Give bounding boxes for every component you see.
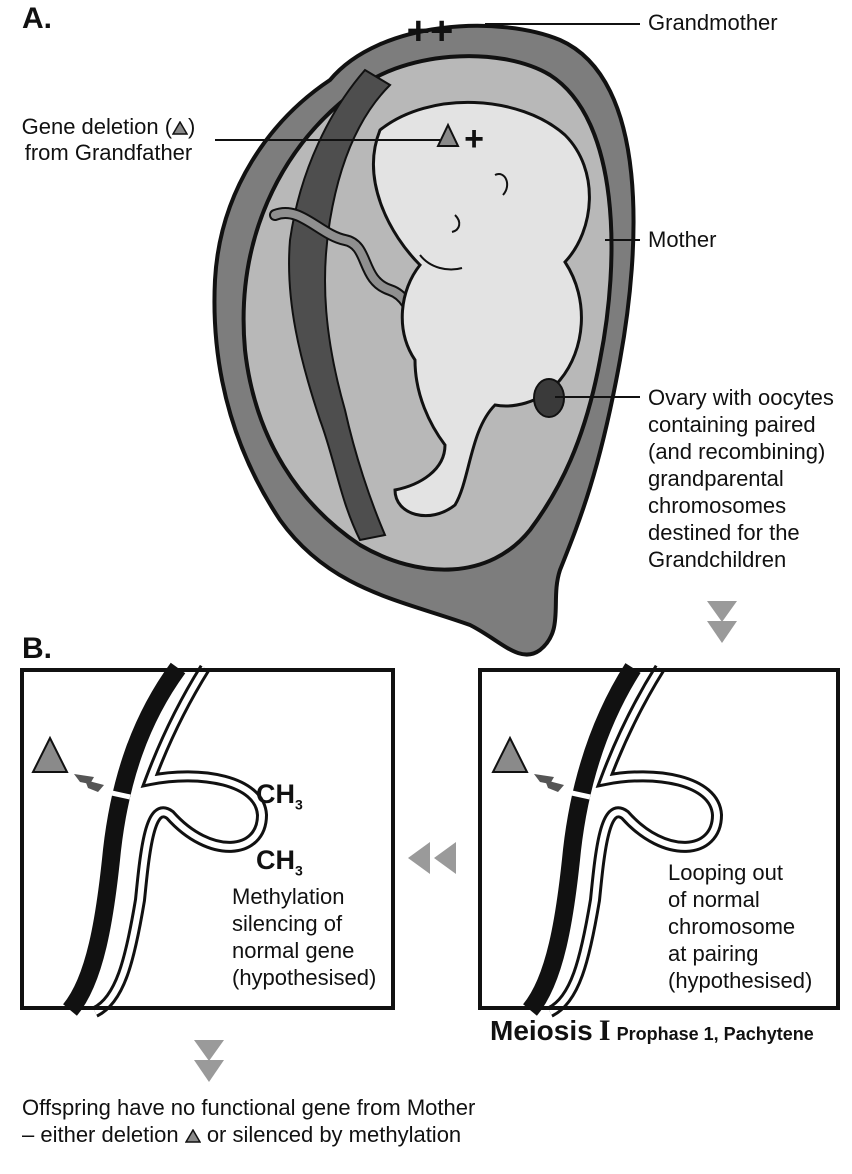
looping-caption: Looping out of normal chromosome at pair… — [668, 859, 812, 994]
caption-line: (hypothesised) — [232, 964, 376, 991]
fetus-plus-mark: + — [464, 120, 484, 158]
meiosis-roman: I — [599, 1014, 611, 1047]
double-left-arrow-icon — [408, 842, 456, 874]
footer-line2: – either deletion or silenced by methyla… — [22, 1121, 475, 1148]
ovary-line: containing paired — [648, 411, 848, 438]
gene-deletion-label: Gene deletion () from Grandfather — [6, 114, 211, 166]
caption-line: Looping out — [668, 859, 812, 886]
caption-line: chromosome — [668, 913, 812, 940]
footer-text: Offspring have no functional gene from M… — [22, 1094, 475, 1148]
caption-line: Methylation — [232, 883, 376, 910]
grandmother-plus-marks: ++ — [407, 9, 454, 53]
footer-line1: Offspring have no functional gene from M… — [22, 1094, 475, 1121]
methylation-caption: Methylation silencing of normal gene (hy… — [232, 883, 376, 991]
bottom-down-arrow-icon — [194, 1040, 224, 1082]
grandmother-label: Grandmother — [648, 10, 778, 36]
mother-label: Mother — [648, 227, 716, 253]
meiosis-subtitle: Prophase 1, Pachytene — [617, 1024, 814, 1044]
ch3-label-top: CH3 — [256, 781, 303, 817]
caption-line: normal gene — [232, 937, 376, 964]
ovary-label: Ovary with oocytes containing paired (an… — [648, 384, 848, 573]
ch3-label-bottom: CH3 — [256, 847, 303, 883]
caption-line: of normal — [668, 886, 812, 913]
panel-b-label: B. — [22, 632, 52, 666]
ovary-line: chromosomes — [648, 492, 848, 519]
panel-a-label: A. — [22, 2, 52, 36]
down-arrow-icon — [707, 601, 737, 643]
ovary-line: destined for the — [648, 519, 848, 546]
meiosis-title: Meiosis I Prophase 1, Pachytene — [490, 1018, 814, 1047]
gene-deletion-line2: from Grandfather — [6, 140, 211, 166]
triangle-icon — [185, 1129, 201, 1143]
caption-line: (hypothesised) — [668, 967, 812, 994]
ovary-line: Grandchildren — [648, 546, 848, 573]
caption-line: silencing of — [232, 910, 376, 937]
meiosis-word: Meiosis — [490, 1015, 593, 1046]
ovary-line: grandparental — [648, 465, 848, 492]
caption-line: at pairing — [668, 940, 812, 967]
triangle-icon — [172, 121, 188, 135]
ovary-line: (and recombining) — [648, 438, 848, 465]
ovary-line: Ovary with oocytes — [648, 384, 848, 411]
gene-deletion-line1: Gene deletion () — [6, 114, 211, 140]
